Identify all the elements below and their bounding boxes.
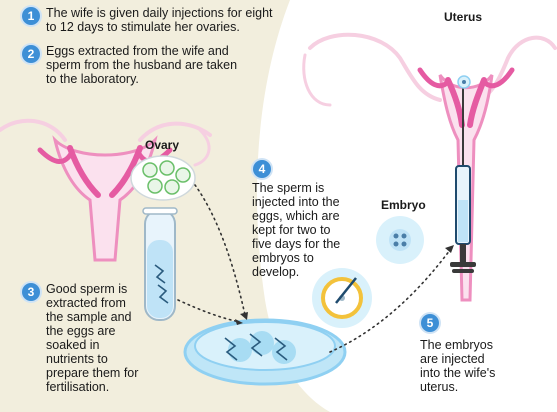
step-1: 1 The wife is given daily injections for… xyxy=(22,6,273,34)
egg-injection xyxy=(312,268,372,328)
petri-dish xyxy=(183,318,347,386)
uterus-illustration-right xyxy=(302,32,557,302)
embryo-illustration xyxy=(376,216,424,264)
arrow-tube-to-dish xyxy=(177,299,241,323)
step-text: The wife is given daily injections for e… xyxy=(46,6,273,34)
step-5-text: The embryos are injected into the wife's… xyxy=(420,338,496,394)
step-4-badge: 4 xyxy=(253,160,271,178)
ovary-label: Ovary xyxy=(145,138,180,152)
background-panel xyxy=(0,0,330,412)
step-number-badge: 2 xyxy=(22,45,40,63)
uterus-label: Uterus xyxy=(444,10,483,24)
step-4-text: The sperm is injected into the eggs, whi… xyxy=(252,181,341,279)
embryo-label: Embryo xyxy=(381,198,426,212)
syringe xyxy=(450,80,476,273)
step-text: Good sperm is extracted from the sample … xyxy=(46,282,139,394)
step-number-badge: 3 xyxy=(22,283,40,301)
ovary-eggs xyxy=(130,155,196,201)
step-5-badge: 5 xyxy=(421,314,439,332)
step-2: 2 Eggs extracted from the wife and sperm… xyxy=(22,44,237,86)
step-text: Eggs extracted from the wife and sperm f… xyxy=(46,44,238,86)
step-number-badge: 1 xyxy=(22,7,40,25)
step-3: 3 Good sperm is extracted from the sampl… xyxy=(22,282,138,394)
flow-arrows xyxy=(177,184,451,353)
test-tube xyxy=(142,207,178,321)
arrow-heads xyxy=(235,245,454,325)
